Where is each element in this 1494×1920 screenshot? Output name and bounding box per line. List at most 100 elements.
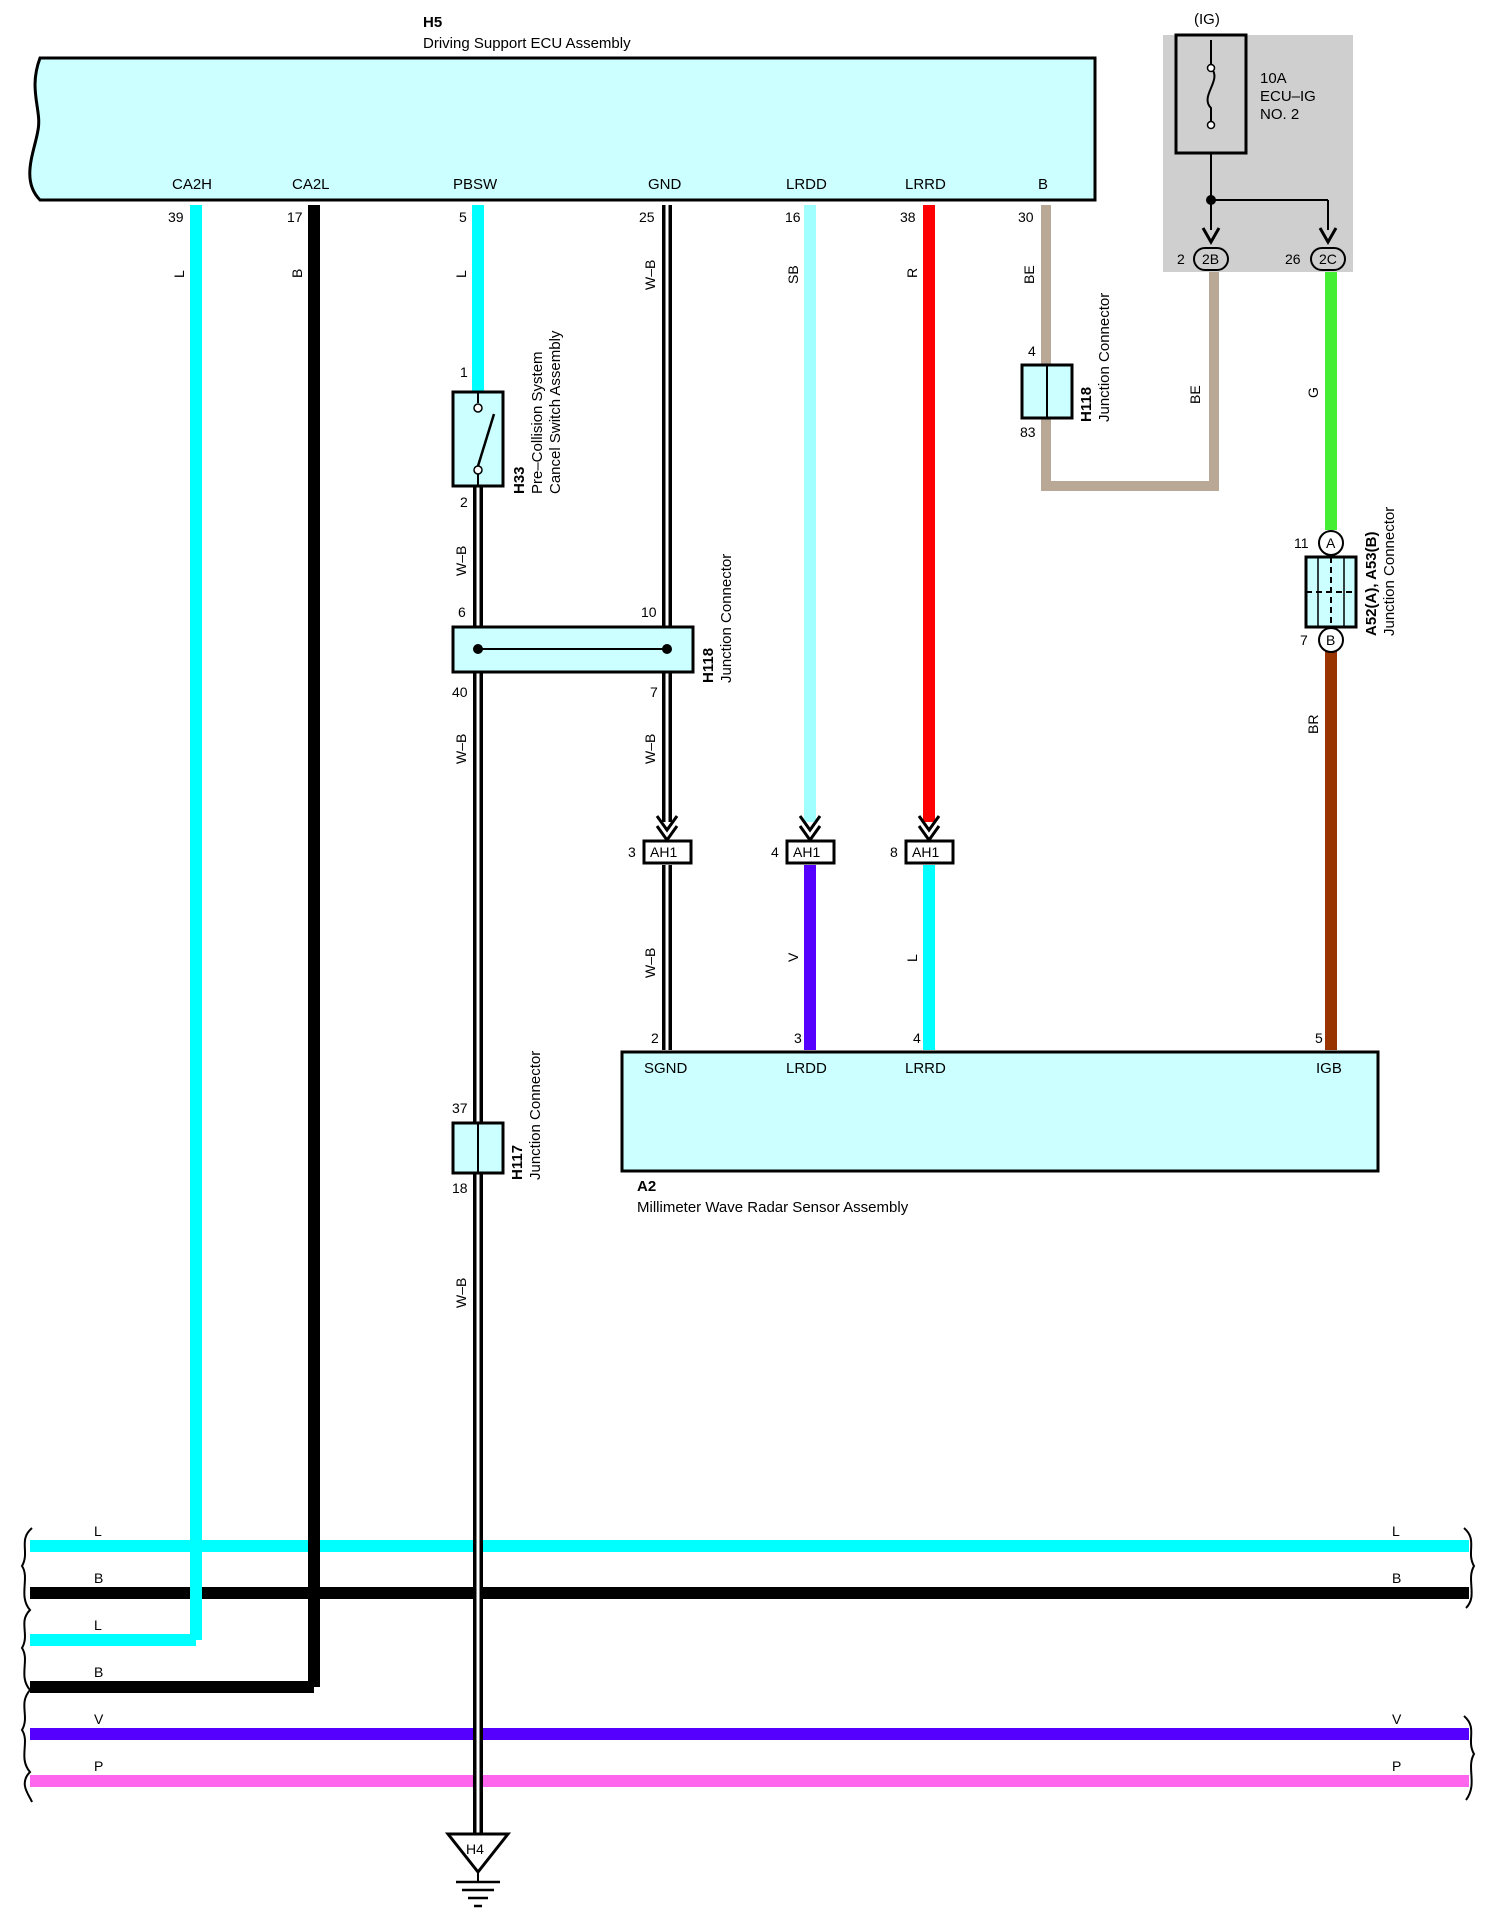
wire-label-br: BR xyxy=(1305,715,1321,734)
wire-label-gnd: W–B xyxy=(642,260,658,290)
bus-label-b-2: B xyxy=(94,1664,103,1680)
wire-label-lrdd: SB xyxy=(785,265,801,284)
radar-a2: 2 3 4 5 SGND LRDD LRRD IGB A2 Millimeter… xyxy=(620,1030,1380,1216)
ecu-pin-num-16: 16 xyxy=(785,209,801,225)
wire-label-switch-wb: W–B xyxy=(453,546,469,576)
jc-a52-pin-11: 11 xyxy=(1294,535,1309,551)
bus-right-label-v: V xyxy=(1392,1711,1402,1727)
switch-pin-top: 1 xyxy=(460,364,468,380)
jc-h117-pin-37: 37 xyxy=(452,1100,468,1116)
wire-label-be-2: BE xyxy=(1187,385,1203,404)
ecu-code: H5 xyxy=(423,14,442,31)
fuse-out-2b-num: 2 xyxy=(1177,251,1185,267)
jc-a52-code: A52(A), A53(B) xyxy=(1363,532,1380,636)
bus-label-v: V xyxy=(94,1711,104,1727)
radar-pin-label-lrdd: LRDD xyxy=(786,1060,827,1077)
junction-h118-top: 4 83 H118 Junction Connector xyxy=(1020,293,1113,440)
fuse-out-2c xyxy=(1310,247,1346,271)
wire-label-ca2l: B xyxy=(289,269,305,278)
bus-right-label-l-1: L xyxy=(1392,1523,1400,1539)
fuse-name-1: ECU–IG xyxy=(1260,88,1316,105)
jc-h118-mid-pin-7: 7 xyxy=(650,684,658,700)
radar-pin-label-igb: IGB xyxy=(1316,1060,1342,1077)
junction-h118-mid: 6 10 40 7 H118 Junction Connector xyxy=(451,554,735,700)
ecu-box xyxy=(28,56,1097,202)
radar-pin-num-3: 3 xyxy=(794,1030,802,1046)
junction-h117: 37 18 H117 Junction Connector xyxy=(451,1051,544,1196)
bus-label-b-1: B xyxy=(94,1570,103,1586)
ah1-3-code: AH1 xyxy=(650,844,677,860)
ground-code: H4 xyxy=(466,1841,484,1857)
switch-pin-bottom: 2 xyxy=(460,494,468,510)
radar-name: Millimeter Wave Radar Sensor Assembly xyxy=(637,1199,909,1216)
radar-pin-num-4: 4 xyxy=(913,1030,921,1046)
ecu-pin-num-38: 38 xyxy=(900,209,916,225)
ecu-pin-label-ca2l: CA2L xyxy=(292,176,330,193)
switch-name-2: Cancel Switch Assembly xyxy=(547,330,564,494)
ecu-pin-num-25: 25 xyxy=(639,209,655,225)
ecu-pin-label-b: B xyxy=(1038,176,1048,193)
jc-h117-code: H117 xyxy=(509,1145,526,1180)
radar-box xyxy=(620,1050,1380,1173)
ah1-connectors: AH1 3 AH1 4 AH1 8 xyxy=(628,815,955,865)
radar-code: A2 xyxy=(637,1178,656,1195)
wire-labels: L B L W–B SB R BE BE G BR W–B W–B W–B W–… xyxy=(171,260,1321,1308)
switch-name-1: Pre–Collision System xyxy=(529,351,546,494)
wire-label-h117-below: W–B xyxy=(453,1278,469,1308)
junction-a52-a53: 11 A B 7 A52(A), A53(B) Junction Connect… xyxy=(1294,507,1398,653)
jc-h118-mid-code: H118 xyxy=(700,648,717,683)
wire-label-lrrd: R xyxy=(904,268,920,278)
wire-label-ah1-3-below: W–B xyxy=(642,948,658,978)
jc-h117-pin-18: 18 xyxy=(452,1180,468,1196)
bus-right-label-p: P xyxy=(1392,1758,1401,1774)
fuse-block: (IG) 10A ECU–IG NO. 2 2B 2 2C 26 xyxy=(1163,11,1353,272)
ah1-8-box xyxy=(904,839,955,865)
radar-pin-label-lrrd: LRRD xyxy=(905,1060,946,1077)
fuse-out-2b-code: 2B xyxy=(1202,251,1219,267)
wire-be-loop xyxy=(1041,272,1219,491)
ah1-3-box xyxy=(642,839,693,865)
ecu-pin-num-5: 5 xyxy=(459,209,467,225)
radar-pin-label-sgnd: SGND xyxy=(644,1060,688,1077)
switch-code: H33 xyxy=(511,466,528,494)
wire-label-h118-right-wb: W–B xyxy=(642,734,658,764)
wires xyxy=(190,205,1337,1840)
jc-h118-top-pin-83: 83 xyxy=(1020,424,1036,440)
ah1-8-code: AH1 xyxy=(912,844,939,860)
ah1-3-num: 3 xyxy=(628,844,636,860)
jc-h118-mid-pin-40: 40 xyxy=(452,684,468,700)
wire-label-ca2h: L xyxy=(171,270,187,278)
jc-a52-letter-b: B xyxy=(1326,632,1335,648)
switch-h33: 1 2 H33 Pre–Collision System Cancel Swit… xyxy=(451,330,564,510)
bus-label-p: P xyxy=(94,1758,103,1774)
ecu-name: Driving Support ECU Assembly xyxy=(423,35,631,52)
ecu-pin-label-pbsw: PBSW xyxy=(453,176,498,193)
wire-label-b: BE xyxy=(1021,265,1037,284)
fuse-header: (IG) xyxy=(1194,11,1220,28)
jc-a52-name: Junction Connector xyxy=(1381,507,1398,636)
radar-pin-num-2: 2 xyxy=(651,1030,659,1046)
jc-h118-mid-name: Junction Connector xyxy=(718,554,735,683)
ecu-pin-label-lrdd: LRDD xyxy=(786,176,827,193)
ah1-4-code: AH1 xyxy=(793,844,820,860)
wire-label-h118-left-wb: W–B xyxy=(453,734,469,764)
radar-pin-num-5: 5 xyxy=(1315,1030,1323,1046)
ecu-pin-label-lrrd: LRRD xyxy=(905,176,946,193)
jc-h118-mid-pin-10: 10 xyxy=(641,604,657,620)
fuse-name-2: NO. 2 xyxy=(1260,106,1299,123)
jc-h118-top-pin-4: 4 xyxy=(1028,343,1036,359)
ecu-pin-num-17: 17 xyxy=(287,209,303,225)
ah1-4-num: 4 xyxy=(771,844,779,860)
bus-label-l-1: L xyxy=(94,1523,102,1539)
ecu-pin-num-39: 39 xyxy=(168,209,184,225)
ecu-pin-num-30: 30 xyxy=(1018,209,1034,225)
bus-right-label-b-1: B xyxy=(1392,1570,1401,1586)
jc-a52-letter-a: A xyxy=(1326,535,1336,551)
bus-lines: L L B B L B V V P P xyxy=(20,1523,1476,1803)
wire-label-ah1-4-below: V xyxy=(785,952,801,962)
ground-triangle xyxy=(444,1832,512,1875)
ah1-4-box xyxy=(785,839,836,865)
jc-h118-top-code: H118 xyxy=(1078,387,1095,422)
jc-a52-pin-7: 7 xyxy=(1300,632,1308,648)
